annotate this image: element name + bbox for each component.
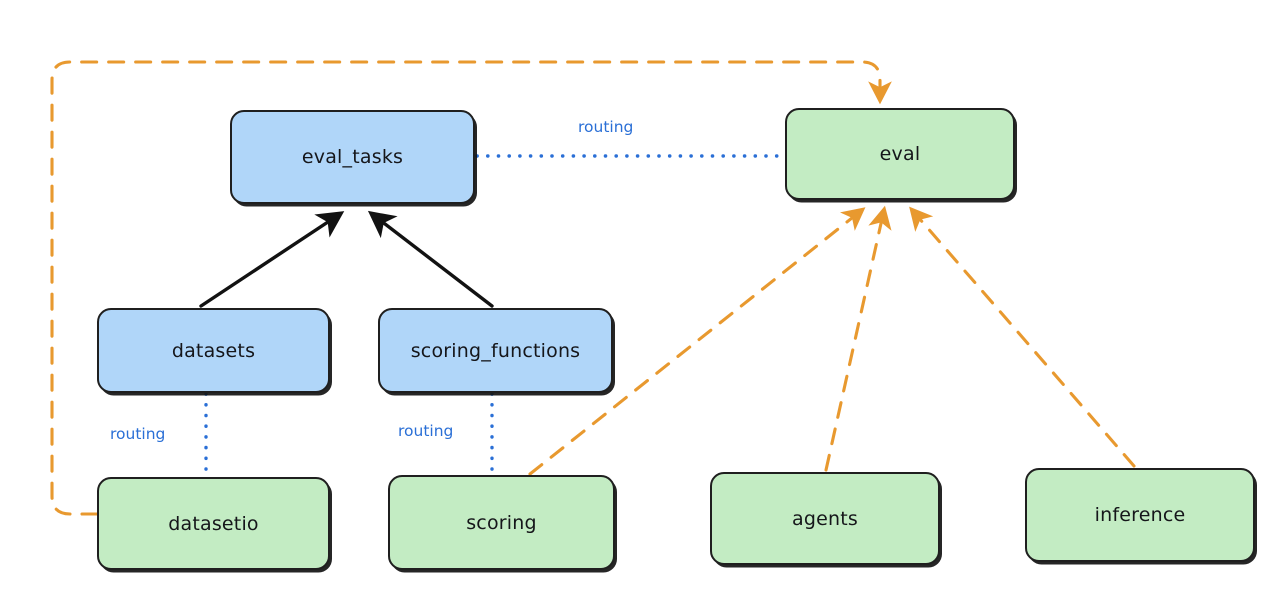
node-scoring[interactable]: scoring <box>388 475 615 570</box>
node-datasetio[interactable]: datasetio <box>97 477 330 570</box>
edge-datasetio-to-eval <box>50 60 892 516</box>
node-datasets[interactable]: datasets <box>97 308 330 393</box>
node-label: inference <box>1094 504 1186 526</box>
node-scoring-functions[interactable]: scoring_functions <box>378 308 613 393</box>
node-label: eval <box>879 143 921 165</box>
edge-label-routing-eval-tasks-eval: routing <box>578 118 634 136</box>
edge-label-routing-datasets-datasetio: routing <box>110 425 166 443</box>
node-label: eval_tasks <box>301 146 404 168</box>
edge-label-routing-scoring-functions-scoring: routing <box>398 422 454 440</box>
node-label: agents <box>792 507 858 530</box>
node-label: datasetio <box>168 512 259 535</box>
edge-inference-to-eval <box>909 206 1136 468</box>
edge-datasets-to-eval_tasks <box>199 211 345 308</box>
edge-scoring-to-eval <box>528 207 866 476</box>
node-eval-tasks[interactable]: eval_tasks <box>230 110 475 204</box>
node-eval[interactable]: eval <box>785 108 1015 200</box>
node-inference[interactable]: inference <box>1025 468 1255 562</box>
edge-scoring_functions-to-eval_tasks <box>367 210 494 308</box>
node-label: scoring <box>466 511 537 534</box>
edge-agents-to-eval <box>824 205 892 472</box>
node-agents[interactable]: agents <box>710 472 940 565</box>
node-label: datasets <box>171 339 256 362</box>
node-label: scoring_functions <box>410 339 581 362</box>
